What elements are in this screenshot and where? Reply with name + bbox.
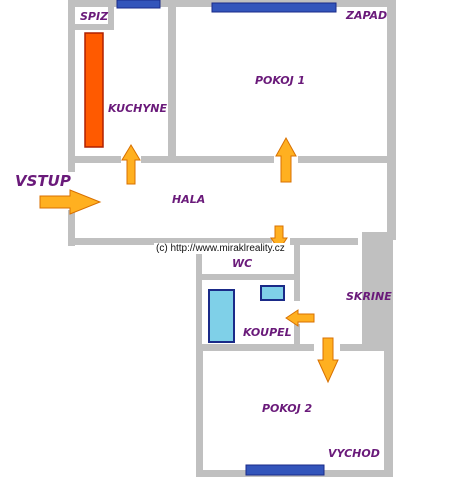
wall-wc-right xyxy=(294,245,300,301)
label-vychod: VYCHOD xyxy=(328,447,380,460)
label-wc: WC xyxy=(232,257,253,270)
kitchen-counter xyxy=(84,32,104,148)
label-pokoj1: POKOJ 1 xyxy=(255,74,306,87)
label-zapad: ZAPAD xyxy=(346,9,388,22)
wardrobe-block xyxy=(362,232,388,348)
wall-hall-bottom xyxy=(68,238,272,245)
wall-wc-left xyxy=(196,245,202,279)
wall-wc-bottom xyxy=(196,274,300,280)
wall-kitchen-bottom xyxy=(75,156,121,163)
label-pokoj2: POKOJ 2 xyxy=(262,402,313,415)
wall-bath-bottom xyxy=(196,344,314,351)
windows xyxy=(116,0,337,476)
window-room1 xyxy=(211,2,337,13)
arrow-kitchen xyxy=(121,144,141,185)
wall-bath-left xyxy=(196,280,202,348)
copyright-text: (c) http://www.miraklreality.cz xyxy=(154,243,287,254)
walls xyxy=(68,0,396,477)
wall-right-upper xyxy=(387,0,396,240)
label-hala: HALA xyxy=(172,193,206,206)
label-spiz: SPIZ xyxy=(80,10,109,23)
wall-room1-bottom-right xyxy=(298,156,393,163)
arrow-bathroom xyxy=(285,309,315,327)
arrow-room1 xyxy=(275,136,297,183)
wall-bath-right xyxy=(294,324,300,348)
window-spiz xyxy=(116,0,161,9)
wall-left-hall xyxy=(68,210,75,246)
window-room2 xyxy=(245,464,325,476)
wall-kitchen-bottom-right xyxy=(141,156,176,163)
label-skrine: SKRINE xyxy=(346,290,392,303)
arrows xyxy=(39,136,339,384)
wall-room1-bottom xyxy=(176,156,274,163)
wall-hall-bottom-right xyxy=(290,238,358,245)
arrow-room2 xyxy=(317,337,339,384)
wall-room2-left xyxy=(196,348,203,476)
wall-kitchen-right xyxy=(168,0,176,163)
wall-left-upper xyxy=(68,0,75,172)
wall-right-lower xyxy=(384,232,393,477)
arrow-entrance xyxy=(39,189,102,215)
sink xyxy=(260,285,285,301)
bathtub xyxy=(208,289,235,343)
wall-spiz-side xyxy=(108,0,114,30)
label-koupel: KOUPEL xyxy=(243,326,292,339)
label-kuchyne: KUCHYNE xyxy=(108,102,168,115)
wall-spiz-bottom xyxy=(75,24,114,30)
label-vstup: VSTUP xyxy=(15,172,71,190)
